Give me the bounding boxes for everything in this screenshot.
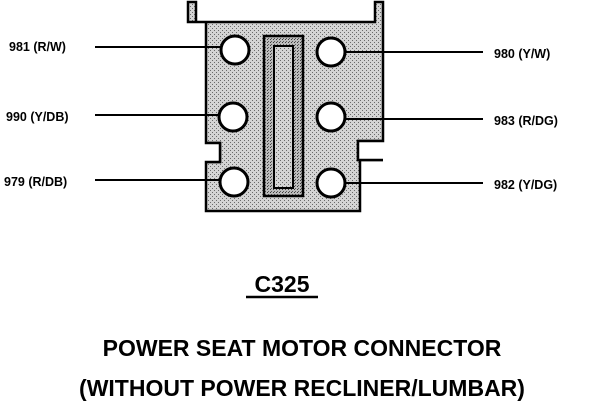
pin-cavity-left-bottom: [218, 166, 250, 198]
pin-label-left-top: 981 (R/W): [9, 40, 66, 54]
left-notch: [206, 141, 222, 164]
pin-label-left-middle: 990 (Y/DB): [6, 110, 69, 124]
pin-label-right-middle: 983 (R/DG): [494, 114, 558, 128]
caption-line-2: (WITHOUT POWER RECLINER/LUMBAR): [79, 375, 525, 401]
pin-cavity-right-top: [315, 36, 347, 68]
pin-label-right-bottom: 982 (Y/DG): [494, 178, 557, 192]
right-notch: [356, 139, 383, 162]
pin-cavity-left-top: [219, 34, 251, 66]
center-lock-slot-inner: [273, 45, 294, 189]
pin-label-right-top: 980 (Y/W): [494, 47, 550, 61]
pin-label-left-bottom: 979 (R/DB): [4, 175, 67, 189]
pin-cavity-right-bottom: [315, 167, 347, 199]
pin-cavity-left-middle: [217, 101, 249, 133]
connector-id: C325: [255, 271, 310, 297]
pin-cavity-right-middle: [315, 101, 347, 133]
caption-line-1: POWER SEAT MOTOR CONNECTOR: [103, 335, 502, 361]
